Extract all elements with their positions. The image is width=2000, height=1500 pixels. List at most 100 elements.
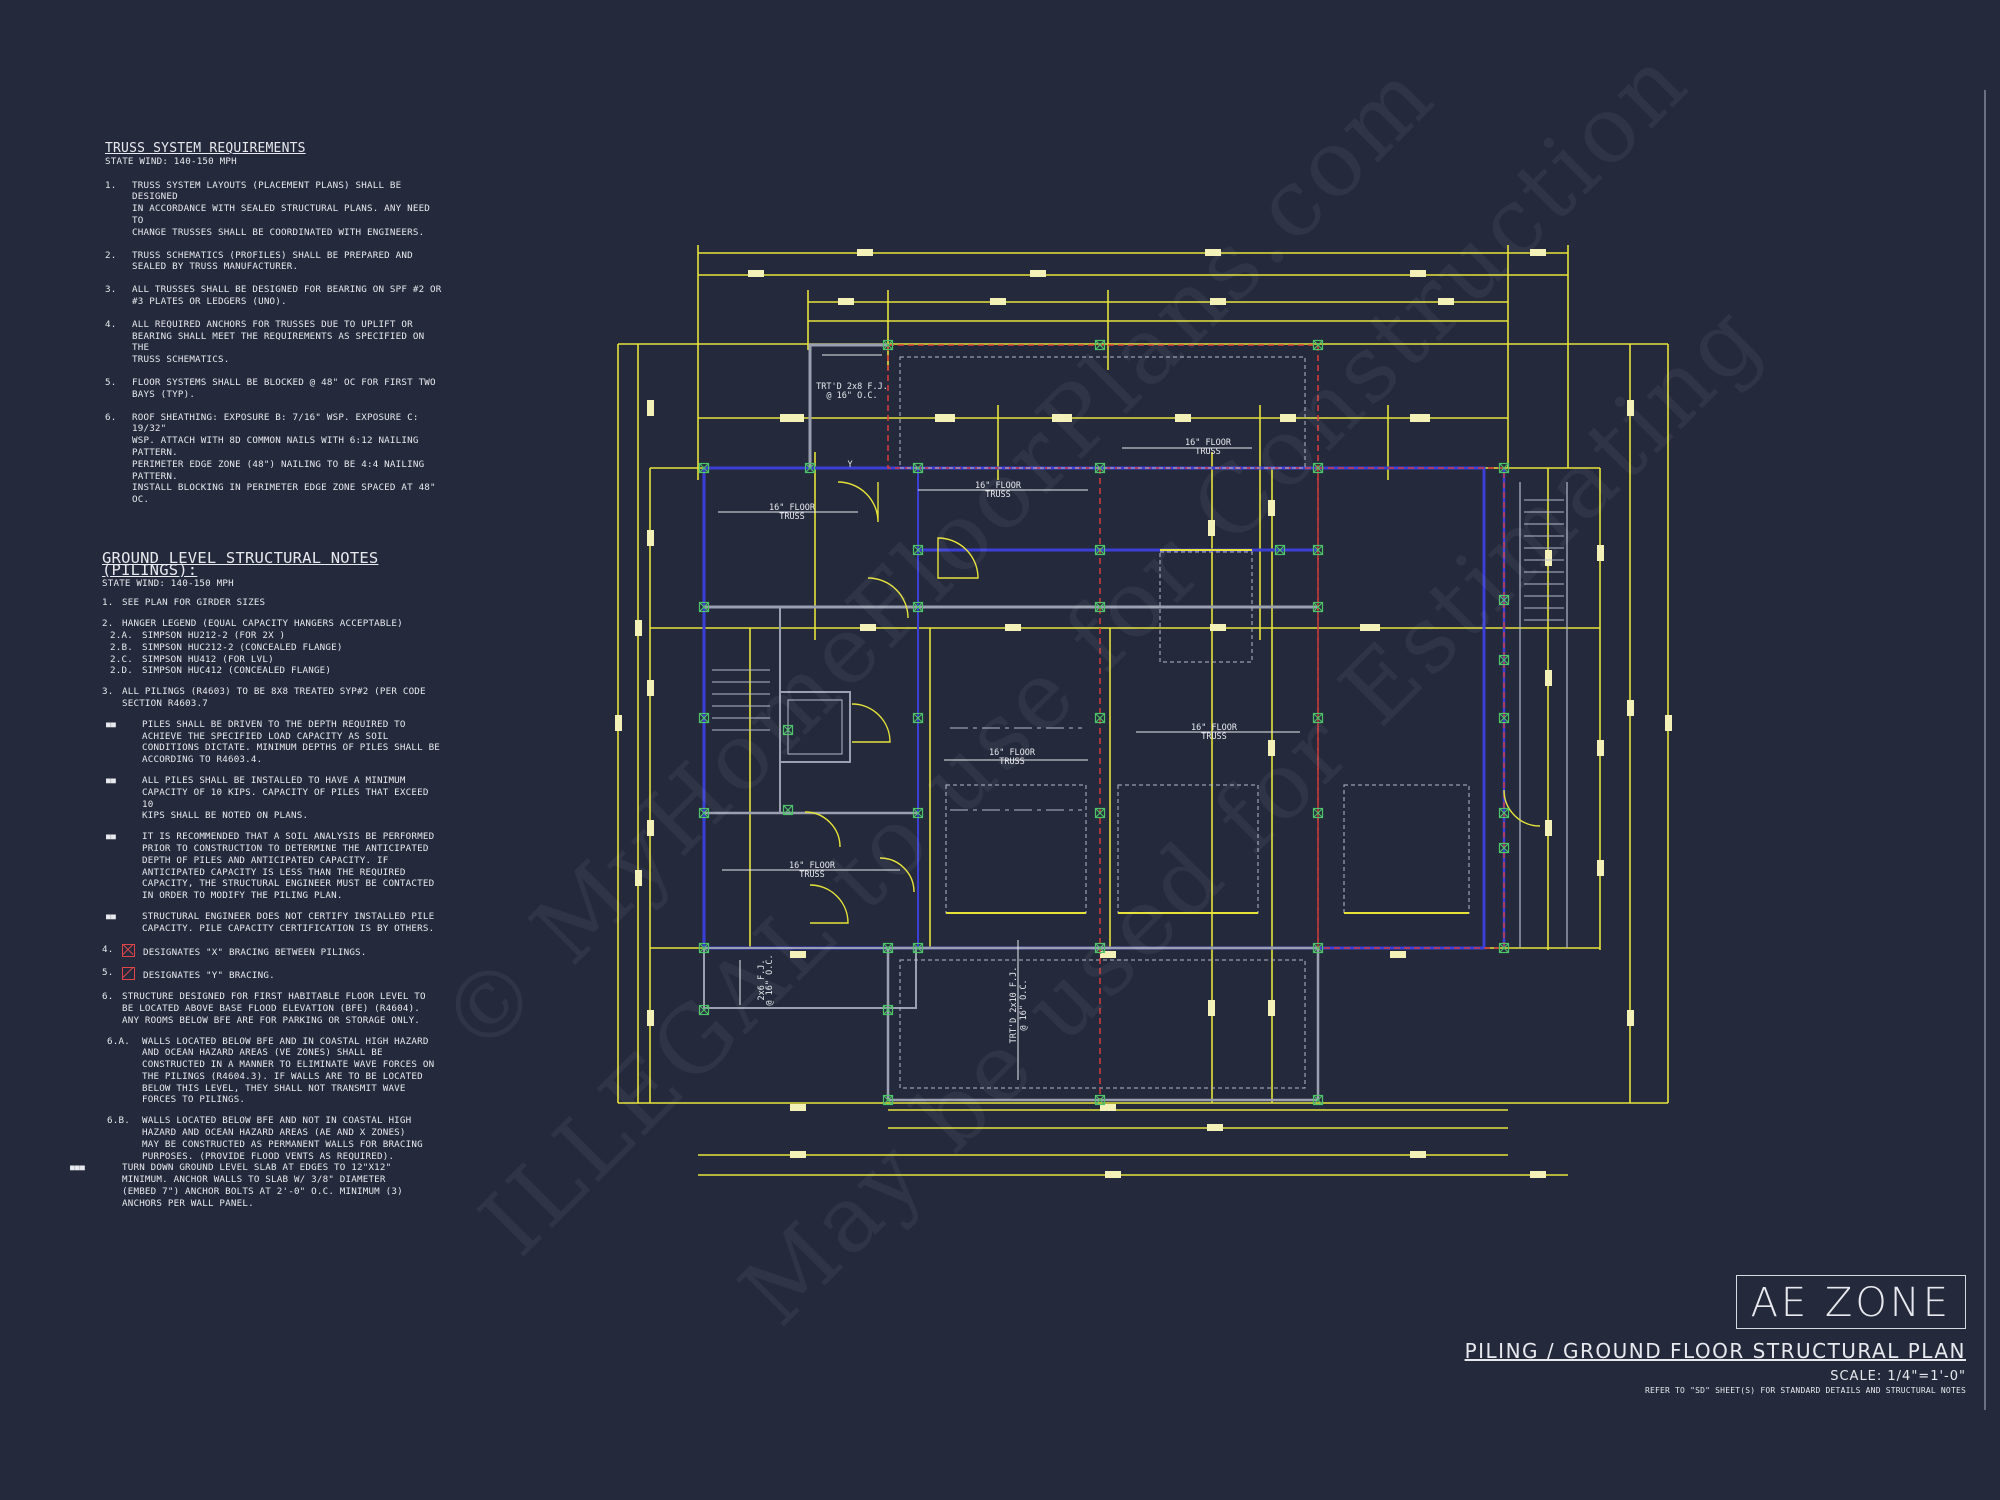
- pile-marker: [1094, 544, 1106, 556]
- pile-marker: [1498, 594, 1510, 606]
- pile-marker: [912, 601, 924, 613]
- hanger-item: 2.A.SIMPSON HU212-2 (FOR 2X ): [110, 629, 286, 641]
- floor-truss-label: 16" FLOOR: [789, 861, 836, 871]
- pile-marker: [698, 712, 710, 724]
- truss-note: 4.ALL REQUIRED ANCHORS FOR TRUSSES DUE T…: [105, 318, 425, 366]
- truss-wind: STATE Wind: 140-150 mph: [105, 155, 237, 167]
- truss-note: 6.ROOF SHEATHING: EXPOSURE B: 7/16" WSP.…: [105, 411, 436, 506]
- pile-marker: [1274, 544, 1286, 556]
- pile-marker: [1498, 807, 1510, 819]
- ground-note-5: 5.DESIGNATES "Y" BRACING.: [102, 967, 275, 982]
- floor-truss-label: 16" FLOOR: [769, 503, 816, 513]
- pile-marker: [912, 462, 924, 474]
- truss-note: 2.TRUSS SCHEMATICS (PROFILES) SHALL BE P…: [105, 249, 413, 273]
- floor-truss-label: 16" FLOOR: [1191, 723, 1238, 733]
- truss-note: 1.TRUSS SYSTEM LAYOUTS (PLACEMENT PLANS)…: [105, 179, 431, 238]
- pile-marker: [1498, 942, 1510, 954]
- pile-marker: [912, 807, 924, 819]
- ground-notes: GROUND LEVEL STRUCTURAL NOTES (PILINGS):…: [70, 549, 442, 1219]
- ground-note-1: 1.SEE PLAN FOR GIRDER SIZES: [102, 597, 266, 609]
- trtd-top-label: TRT'D 2x8 F.J.: [816, 382, 888, 392]
- floor-truss-label: 16" FLOOR: [989, 748, 1036, 758]
- ground-note-2: 2.HANGER LEGEND (EQUAL CAPACITY HANGERS …: [102, 618, 442, 677]
- pile-bullet: ■■STRUCTURAL ENGINEER DOES NOT CERTIFY I…: [106, 910, 435, 934]
- hanger-item: 2.C.SIMPSON HU412 (FOR LVL): [110, 653, 274, 665]
- truss-note: 5.FLOOR SYSTEMS SHALL BE BLOCKED @ 48" O…: [105, 376, 436, 400]
- pile-marker: [698, 1004, 710, 1016]
- truss-notes-title: TRUSS SYSTEM REQUIREMENTS: [105, 141, 306, 156]
- pile-marker: [1094, 712, 1106, 724]
- pile-marker: [1094, 1094, 1106, 1106]
- title-block: AE ZONE PILING / GROUND FLOOR STRUCTURAL…: [1465, 1275, 1966, 1395]
- ground-note-6b: 6.B.WALLS LOCATED BELOW BFE AND NOT IN C…: [70, 1115, 423, 1209]
- pile-marker: [1312, 601, 1324, 613]
- y-bracing-icon: [122, 967, 135, 981]
- pile-marker: [912, 942, 924, 954]
- pile-marker: [1312, 544, 1324, 556]
- trtd-top-oc: @ 16" O.C.: [826, 391, 877, 401]
- span-arrows: [718, 354, 1300, 1080]
- pile-marker: [698, 601, 710, 613]
- pile-marker: [698, 942, 710, 954]
- truss-label: TRUSS: [999, 757, 1025, 767]
- pile-marker: [1312, 1094, 1324, 1106]
- ground-note-6a: 6.A.WALLS LOCATED BELOW BFE AND IN COAST…: [107, 1035, 435, 1106]
- pile-marker: [1498, 462, 1510, 474]
- truss-label: TRUSS: [779, 512, 805, 522]
- door-swings: [804, 481, 1541, 924]
- truss-label: TRUSS: [1201, 732, 1227, 742]
- stairs: [712, 499, 1564, 731]
- plan-reference-note: REFER TO "SD" SHEET(S) FOR STANDARD DETA…: [1644, 1386, 1966, 1395]
- pile-marker: [1498, 842, 1510, 854]
- pile-marker: [1312, 462, 1324, 474]
- hanger-item: 2.B.SIMPSON HUC212-2 (CONCEALED FLANGE): [110, 641, 343, 653]
- truss-note: 3.ALL TRUSSES SHALL BE DESIGNED FOR BEAR…: [105, 284, 442, 307]
- pile-bullet: ■■IT IS RECOMMENDED THAT A SOIL ANALYSIS…: [106, 831, 435, 902]
- pile-marker: [782, 724, 794, 736]
- pile-marker: [1094, 601, 1106, 613]
- trtd-left-oc: @ 16" O.C.: [765, 954, 775, 1005]
- pile-marker: [1498, 712, 1510, 724]
- truss-label: TRUSS: [985, 490, 1011, 500]
- zone-label: AE ZONE: [1735, 1275, 1966, 1329]
- floor-plan-drawing: TRT'D 2x8 F.J. @ 16" O.C. 16" FLOOR TRUS…: [615, 245, 1672, 1178]
- pile-marker: [1312, 942, 1324, 954]
- trtd-bottom-label: TRT'D 2x10 F.J.: [1009, 967, 1019, 1044]
- pile-marker: [1312, 339, 1324, 351]
- pile-bullet: ■■ALL PILES SHALL BE INSTALLED TO HAVE A…: [106, 774, 429, 822]
- ground-notes-title: GROUND LEVEL STRUCTURAL NOTES (PILINGS):: [102, 549, 379, 579]
- pile-marker: [1094, 462, 1106, 474]
- hanger-item: 2.D.SIMPSON HUC412 (CONCEALED FLANGE): [110, 665, 332, 677]
- pile-marker: [698, 462, 710, 474]
- ground-wind: STATE Wind: 140-150 mph: [102, 577, 234, 589]
- x-bracing-icon: [122, 943, 135, 957]
- truss-notes: TRUSS SYSTEM REQUIREMENTS STATE Wind: 14…: [105, 141, 445, 517]
- ground-note-6: 6.STRUCTURE DESIGNED FOR FIRST HABITABLE…: [102, 991, 426, 1026]
- plan-scale: SCALE: 1/4"=1'-0": [1830, 1369, 1966, 1384]
- y-marker: Y: [847, 460, 852, 470]
- pile-marker: [698, 807, 710, 819]
- pile-marker: [1312, 807, 1324, 819]
- trtd-left-label: 2x6 F.J.: [757, 960, 767, 1001]
- truss-label: TRUSS: [1195, 447, 1221, 457]
- trtd-bottom-oc: @ 16" O.C.: [1019, 979, 1029, 1030]
- pile-bullet: ■■PILES SHALL BE DRIVEN TO THE DEPTH REQ…: [106, 718, 441, 766]
- pile-marker: [1094, 807, 1106, 819]
- pile-marker: [782, 804, 794, 816]
- truss-label: TRUSS: [799, 870, 825, 880]
- plan-title: PILING / GROUND FLOOR STRUCTURAL PLAN: [1464, 1339, 1966, 1363]
- pile-marker: [882, 1094, 894, 1106]
- pile-marker: [804, 462, 816, 474]
- pile-marker: [882, 1004, 894, 1016]
- floor-truss-label: 16" FLOOR: [975, 481, 1022, 491]
- pile-marker: [1094, 942, 1106, 954]
- pile-marker: [882, 339, 894, 351]
- dimension-labels: [615, 249, 1672, 1178]
- pile-marker: [1094, 339, 1106, 351]
- pile-marker: [912, 712, 924, 724]
- floor-truss-label: 16" FLOOR: [1185, 438, 1232, 448]
- pile-marker: [912, 544, 924, 556]
- sheet-border-line: [1984, 90, 1986, 1410]
- ground-note-4: 4.DESIGNATES "X" BRACING BETWEEN PILINGS…: [102, 943, 367, 958]
- pile-marker: [882, 942, 894, 954]
